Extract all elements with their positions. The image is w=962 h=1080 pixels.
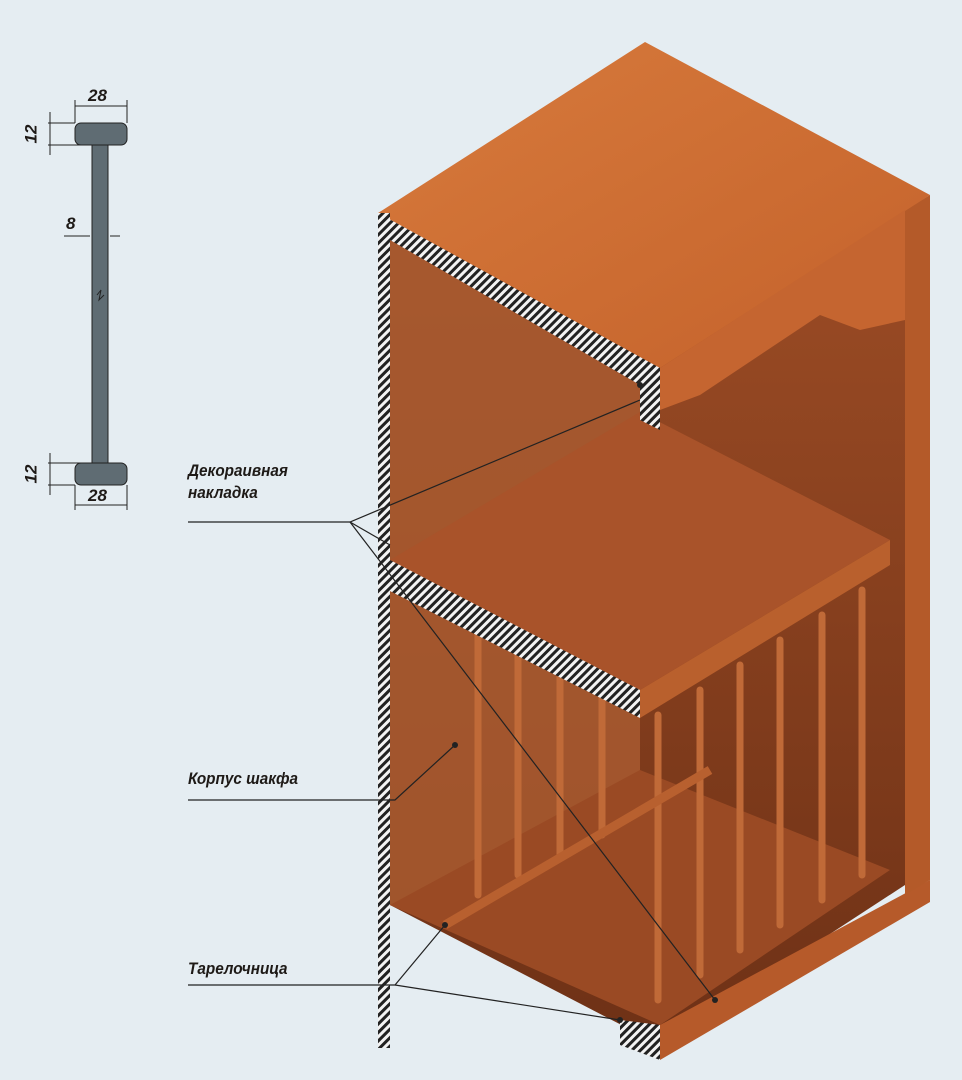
shelf-top	[390, 412, 890, 690]
top-panel	[378, 42, 930, 368]
rod-profile-drawing	[48, 100, 128, 510]
cabinet-illustration	[378, 42, 930, 1060]
dim-bottom-height: 12	[21, 464, 41, 484]
label-decorative-overlay-line2: накладка	[188, 483, 258, 502]
left-wall-section	[378, 213, 390, 1048]
label-decorative-overlay: Декораивная накладка	[188, 460, 288, 504]
leader-lines	[188, 399, 716, 1021]
bottom-panel	[390, 770, 890, 1025]
plate-rack-rods	[474, 586, 866, 1004]
dim-rod-thickness: 8	[66, 214, 76, 233]
label-cabinet-body: Корпус шакфа	[188, 769, 299, 788]
shelf-section	[378, 555, 640, 718]
label-plate-rack: Тарелочница	[188, 959, 288, 978]
right-side-panel	[905, 195, 930, 895]
dim-top-height: 12	[21, 124, 41, 144]
dim-bottom-width: 28	[88, 486, 107, 505]
dim-top-width: 28	[88, 86, 107, 105]
label-decorative-overlay-line1: Декораивная	[188, 461, 288, 480]
top-section	[378, 213, 660, 430]
